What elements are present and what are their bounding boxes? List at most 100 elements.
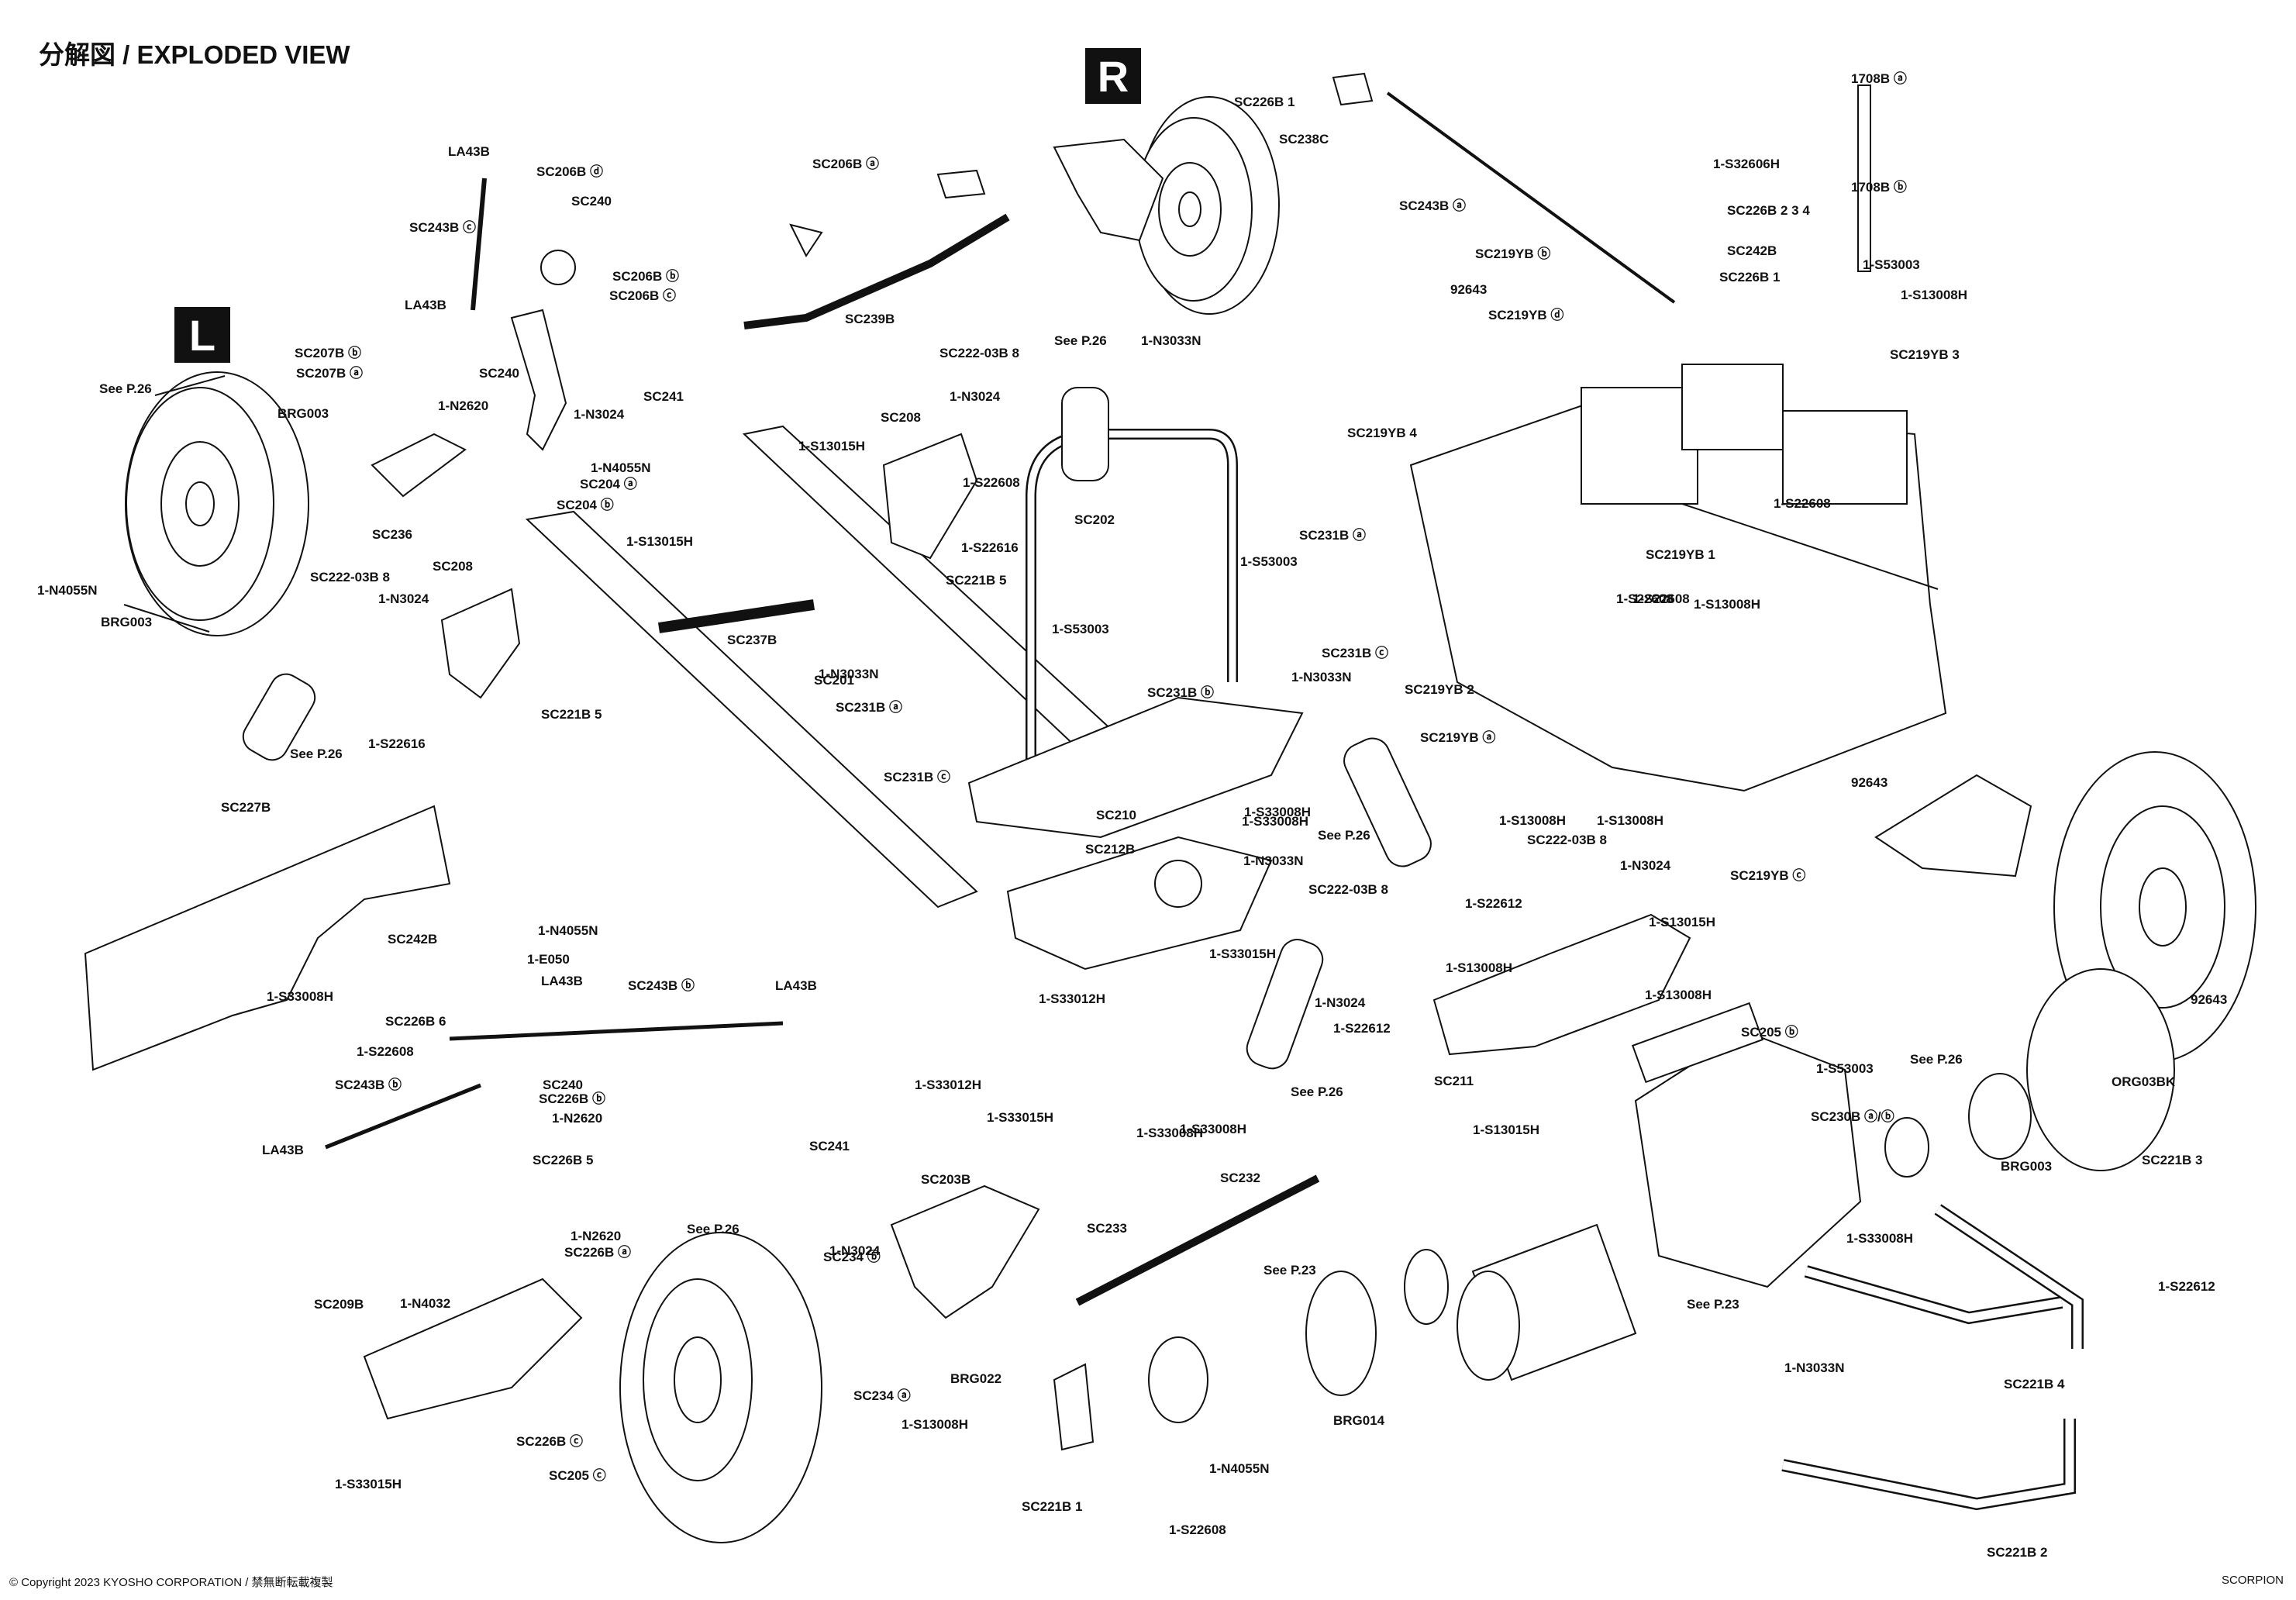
rear-shock-upper: [1343, 737, 1432, 867]
part-label: SC221B 3: [2142, 1153, 2203, 1167]
part-label: SC219YB ⓒ: [1730, 868, 1806, 883]
part-label: LA43B: [541, 974, 583, 988]
part-label: SC201: [814, 673, 854, 688]
part-label: 1-S22612: [2158, 1279, 2215, 1294]
part-label: SC212B: [1085, 842, 1136, 857]
rear-shock-lower: [1246, 939, 1324, 1070]
part-label: ORG03BK: [2112, 1074, 2176, 1089]
part-label: 1-S53003: [1863, 257, 1920, 272]
part-label: SC222-03B 8: [1527, 833, 1608, 847]
part-label: SC209B: [314, 1297, 364, 1312]
part-label: LA43B: [448, 144, 490, 159]
part-label: 1-S32606H: [1713, 157, 1781, 171]
part-label: 1-N4032: [400, 1296, 451, 1311]
part-label: 1-S33012H: [1039, 991, 1106, 1006]
part-label: 1-S22608: [1632, 591, 1690, 606]
part-label: 1-S53003: [1052, 622, 1109, 636]
part-label: 1-S33015H: [335, 1477, 402, 1491]
part-label: 1-S13008H: [1645, 988, 1712, 1002]
part-label: SC211: [1434, 1074, 1474, 1088]
part-label: 92643: [2191, 992, 2228, 1007]
part-label: SC226B 2 3 4: [1727, 203, 1810, 218]
part-label: SC221B 5: [946, 573, 1007, 588]
model-name: SCORPION: [2221, 1574, 2284, 1587]
part-label: 1-S22608: [1774, 496, 1831, 511]
part-label: 1708B ⓑ: [1851, 180, 1907, 195]
part-label: BRG022: [950, 1371, 1002, 1386]
part-label: SC221B 2: [1987, 1545, 2048, 1560]
front-left-wheel: [123, 371, 309, 636]
part-label: SC231B ⓒ: [1322, 646, 1388, 660]
part-label: 1-S22616: [961, 540, 1019, 555]
part-label: SC219YB 3: [1890, 347, 1960, 362]
part-label: SC207B ⓑ: [295, 346, 361, 360]
part-label: SC207B ⓐ: [296, 366, 363, 381]
part-label: 1-N3033N: [819, 667, 879, 681]
part-label: 1-S53003: [1816, 1061, 1874, 1076]
part-label: BRG003: [2001, 1159, 2053, 1174]
part-label: 92643: [1450, 282, 1488, 297]
part-label: SC239B: [845, 312, 895, 326]
copyright-text: © Copyright 2023 KYOSHO CORPORATION / 禁無…: [9, 1576, 333, 1589]
part-label: SC203B: [921, 1172, 971, 1187]
part-label: See P.26: [290, 747, 343, 761]
part-label: SC226B 1: [1234, 95, 1295, 109]
part-label: LA43B: [775, 978, 817, 993]
part-label: SC219YB 4: [1347, 426, 1417, 440]
part-label: SC206B ⓓ: [536, 164, 603, 179]
part-label: SC222-03B 8: [310, 570, 391, 584]
part-label: 1-N3024: [378, 591, 429, 606]
part-label: See P.26: [1291, 1084, 1343, 1099]
part-label: SC242B: [388, 932, 438, 947]
part-label: 1-S22608: [963, 475, 1020, 490]
part-label: 1-N4055N: [538, 923, 598, 938]
part-label: See P.26: [1910, 1052, 1963, 1067]
part-label: BRG014: [1333, 1413, 1385, 1428]
part-label: SC222-03B 8: [1308, 882, 1389, 897]
part-label: SC227B: [221, 800, 271, 815]
part-label: 1-S53003: [1240, 554, 1298, 569]
part-label: SC204 ⓑ: [557, 498, 614, 512]
part-label: 1-S13008H: [1901, 288, 1968, 302]
part-label: SC238C: [1279, 132, 1329, 147]
part-label: 1-N3033N: [1784, 1360, 1845, 1375]
part-label: SC233: [1087, 1221, 1127, 1236]
part-label: 1-N3024: [1315, 995, 1366, 1010]
part-label: 1-S33008H: [1846, 1231, 1914, 1246]
part-label: 1-S33015H: [987, 1110, 1054, 1125]
part-label: LA43B: [262, 1143, 304, 1157]
part-label: SC226B 5: [533, 1153, 594, 1167]
part-label: SC231B ⓐ: [836, 700, 902, 715]
part-label: 1-N3024: [574, 407, 625, 422]
part-label: BRG003: [278, 406, 329, 421]
part-label: SC206B ⓒ: [609, 288, 676, 303]
part-label: SC208: [433, 559, 473, 574]
part-label: SC219YB 2: [1405, 682, 1474, 697]
part-label: 1-S22612: [1465, 896, 1522, 911]
part-label: See P.26: [99, 381, 152, 396]
part-label: SC226B ⓑ: [539, 1091, 605, 1106]
part-label: 1-S22616: [368, 736, 426, 751]
part-label: SC243B ⓐ: [1399, 198, 1466, 213]
part-label: SC221B 5: [541, 707, 602, 722]
part-label: 1-N4055N: [591, 460, 651, 475]
part-label: 1-S13008H: [1446, 960, 1513, 975]
part-label: 1-S13008H: [1597, 813, 1664, 828]
part-label: 1-S22612: [1333, 1021, 1391, 1036]
part-label: 1-S33008H: [267, 989, 334, 1004]
part-label: SC231B ⓑ: [1147, 685, 1214, 700]
part-label: 1-S13015H: [626, 534, 694, 549]
part-label: 1-S13008H: [1499, 813, 1567, 828]
part-label: SC221B 1: [1022, 1499, 1083, 1514]
part-label: SC222-03B 8: [939, 346, 1020, 360]
right-side-tag: R: [1085, 48, 1141, 104]
part-label: SC219YB 1: [1646, 547, 1715, 562]
part-label: 1-N4055N: [37, 583, 98, 598]
part-label: 1-N3033N: [1291, 670, 1352, 684]
front-left-shock: [242, 673, 316, 761]
part-label: SC226B 1: [1719, 270, 1781, 284]
part-label: 1-N2620: [552, 1111, 603, 1126]
part-label: See P.26: [687, 1222, 739, 1236]
part-label: SC205 ⓒ: [549, 1468, 606, 1483]
